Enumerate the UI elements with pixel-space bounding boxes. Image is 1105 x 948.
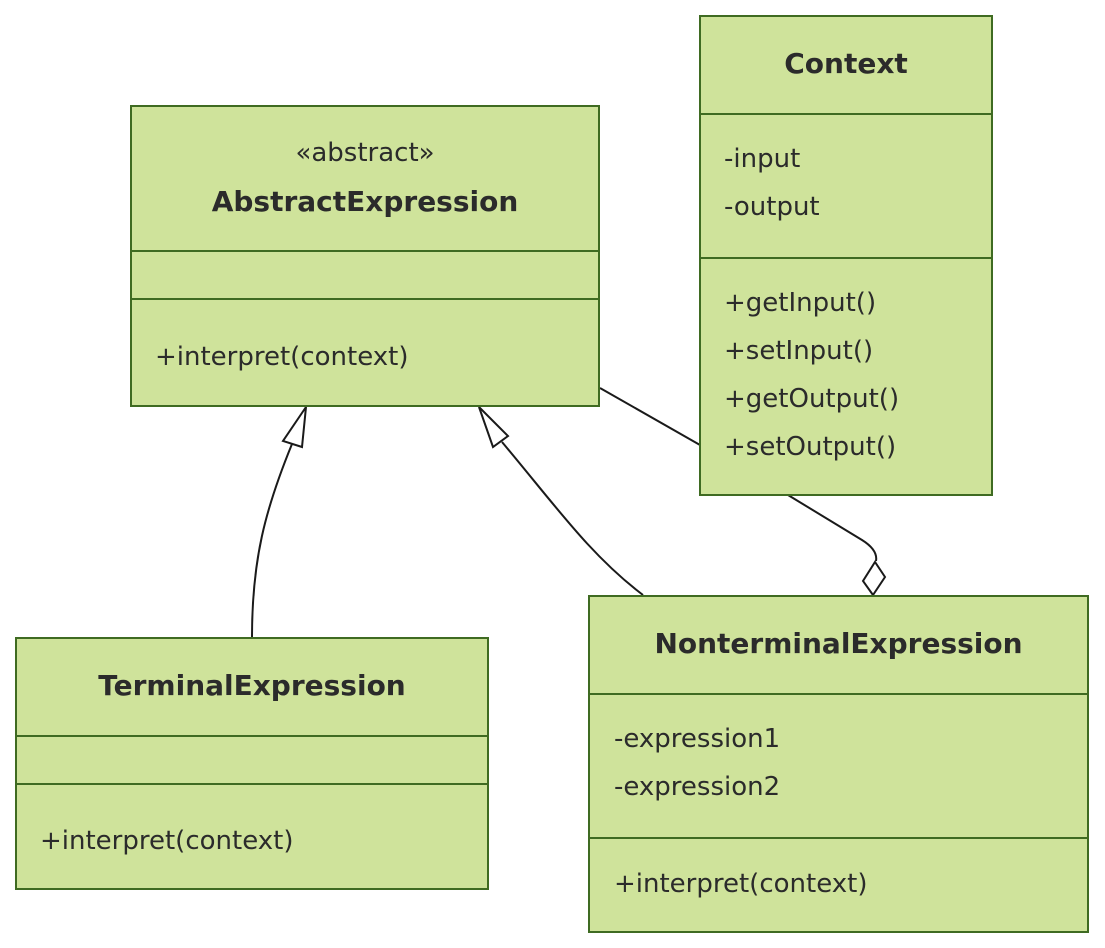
method: +setOutput(): [724, 432, 897, 462]
attribute: -output: [724, 192, 820, 222]
method: +interpret(context): [155, 342, 409, 372]
aggregation-diamond: [861, 560, 887, 597]
method: +getInput(): [724, 288, 877, 318]
class-name: Context: [784, 47, 908, 80]
class-header: TerminalExpression: [17, 639, 487, 735]
class-header: Context: [701, 17, 991, 113]
class-name: AbstractExpression: [211, 185, 519, 218]
class-header: NonterminalExpression: [590, 597, 1087, 693]
class-name: NonterminalExpression: [654, 627, 1023, 660]
method: +getOutput(): [724, 384, 900, 414]
attributes-compartment: [132, 250, 598, 298]
aggregation-edge: [599, 387, 878, 562]
context-class[interactable]: Context -input -output +getInput() +setI…: [699, 15, 993, 496]
nonterminal-expression-class[interactable]: NonterminalExpression -expression1 -expr…: [588, 595, 1089, 933]
methods-compartment: +getInput() +setInput() +getOutput() +se…: [701, 257, 991, 494]
terminal-expression-class[interactable]: TerminalExpression +interpret(context): [15, 637, 489, 890]
methods-compartment: +interpret(context): [132, 298, 598, 405]
attributes-compartment: -expression1 -expression2: [590, 693, 1087, 837]
terminal-inheritance-arrowhead: [281, 406, 307, 449]
nonterminal-inheritance-arrowhead: [478, 406, 510, 449]
attribute: -expression1: [614, 724, 781, 754]
method: +interpret(context): [40, 826, 294, 856]
attribute: -input: [724, 144, 801, 174]
attributes-compartment: [17, 735, 487, 783]
method: +interpret(context): [614, 869, 868, 899]
nonterminal-inheritance-edge: [501, 441, 644, 596]
terminal-inheritance-edge: [251, 443, 293, 638]
class-header: «abstract» AbstractExpression: [132, 107, 598, 250]
method: +setInput(): [724, 336, 874, 366]
attributes-compartment: -input -output: [701, 113, 991, 257]
class-name: TerminalExpression: [98, 669, 406, 702]
attribute: -expression2: [614, 772, 781, 802]
abstract-expression-class[interactable]: «abstract» AbstractExpression +interpret…: [130, 105, 600, 407]
methods-compartment: +interpret(context): [17, 783, 487, 888]
methods-compartment: +interpret(context): [590, 837, 1087, 931]
stereotype-label: «abstract»: [295, 138, 435, 168]
